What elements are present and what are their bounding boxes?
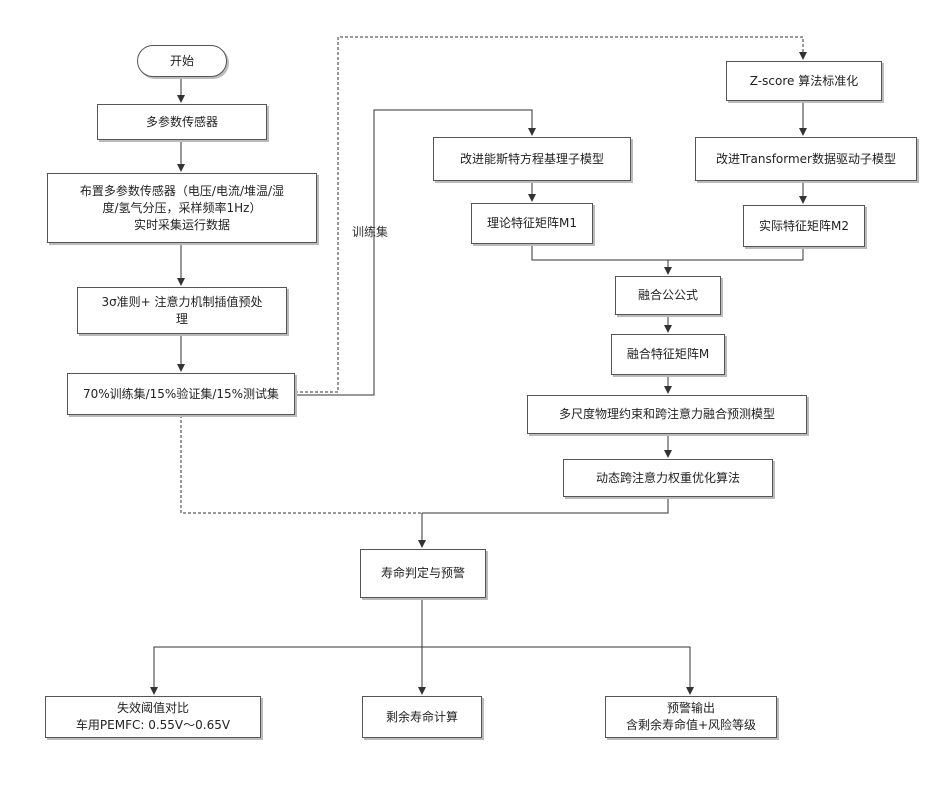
m1-matrix-node: 理论特征矩阵M1	[471, 203, 593, 244]
training-set-label: 训练集	[352, 223, 388, 240]
m2-matrix-node: 实际特征矩阵M2	[743, 205, 865, 247]
threshold-node: 失效阈值对比 车用PEMFC: 0.55V～0.65V	[45, 696, 261, 738]
sensor-node: 多参数传感器	[97, 104, 267, 140]
judge-node: 寿命判定与预警	[360, 549, 486, 598]
deploy-sensor-node: 布置多参数传感器（电压/电流/堆温/湿 度/氢气分压，采样频率1Hz） 实时采集…	[47, 173, 317, 243]
transformer-model-node: 改进Transformer数据驱动子模型	[695, 137, 917, 181]
edge-judge-warning	[422, 647, 690, 694]
fusion-formula-node: 融合公公式	[615, 276, 721, 315]
preprocess-node: 3σ准则+ 注意力机制插值预处 理	[77, 287, 287, 334]
physics-model-node: 改进能斯特方程基理子模型	[433, 137, 631, 181]
warning-output-node: 预警输出 含剩余寿命值+风险等级	[605, 696, 777, 738]
edge-dynamic-merge	[422, 497, 668, 513]
dataset-split-node: 70%训练集/15%验证集/15%测试集	[67, 373, 295, 415]
remaining-life-node: 剩余寿命计算	[362, 696, 482, 738]
edge-split-merge	[181, 415, 422, 513]
fusion-matrix-node: 融合特征矩阵M	[611, 334, 725, 375]
dynamic-weight-node: 动态跨注意力权重优化算法	[563, 459, 773, 497]
zscore-node: Z-score 算法标准化	[726, 61, 882, 101]
edge-judge-threshold	[154, 647, 422, 694]
edge-m1-fusion	[532, 244, 668, 260]
edge-m2-fusion	[668, 247, 803, 260]
start-node: 开始	[137, 45, 227, 77]
multiscale-model-node: 多尺度物理约束和跨注意力融合预测模型	[527, 395, 807, 434]
